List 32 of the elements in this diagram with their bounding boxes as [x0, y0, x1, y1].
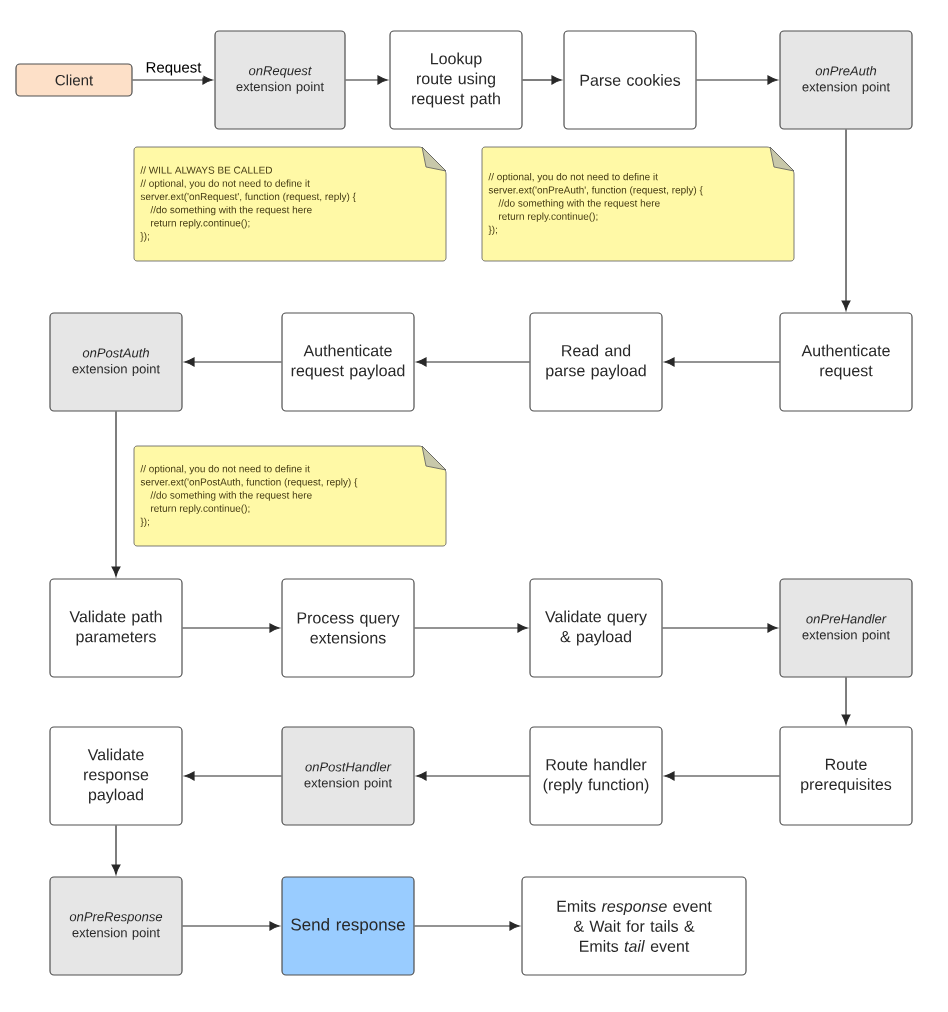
process-box: Validate path parameters: [49, 578, 183, 678]
process-box: Lookup route using request path: [389, 30, 523, 130]
arrow: [182, 921, 280, 931]
arrow: [664, 771, 780, 781]
arrow: [414, 623, 528, 633]
process-box: Send response: [281, 876, 415, 976]
arrow: [132, 75, 213, 85]
process-box: Authenticate request: [779, 312, 913, 412]
arrow: [522, 75, 562, 85]
process-box: Read and parse payload: [529, 312, 663, 412]
arrow: [414, 921, 520, 931]
arrow: [841, 129, 851, 311]
process-box: Process query extensions: [281, 578, 415, 678]
arrow: [111, 825, 121, 875]
process-box: Parse cookies: [563, 30, 697, 130]
arrow: [184, 771, 282, 781]
arrow: [345, 75, 388, 85]
process-box: Route handler (reply function): [529, 726, 663, 826]
arrow: [111, 411, 121, 577]
arrow: [841, 677, 851, 725]
arrow: [662, 623, 778, 633]
process-box: Validate response payload: [49, 726, 183, 826]
arrow: [416, 357, 530, 367]
process-box: Authenticate request payload: [281, 312, 415, 412]
process-box: Emits response event & Wait for tails & Emits tail event: [521, 876, 747, 976]
arrow: [182, 623, 280, 633]
arrow: [696, 75, 778, 85]
process-box: Validate query & payload: [529, 578, 663, 678]
arrow: [184, 357, 282, 367]
arrow: [416, 771, 530, 781]
arrow: [664, 357, 780, 367]
process-box: Route prerequisites: [779, 726, 913, 826]
